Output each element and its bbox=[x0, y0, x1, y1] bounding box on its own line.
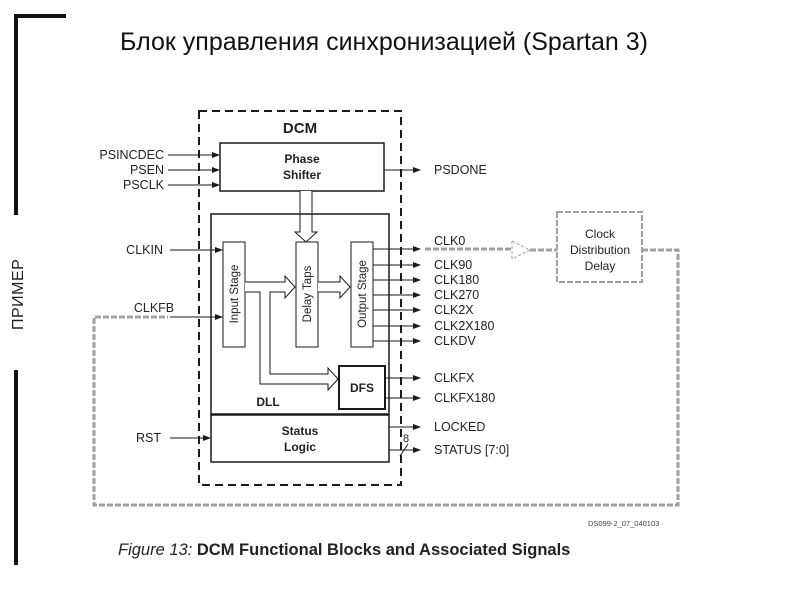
signal-clk180: CLK180 bbox=[434, 273, 479, 287]
clock-dist-label-3: Delay bbox=[585, 259, 616, 273]
output-stage-label: Output Stage bbox=[357, 260, 369, 328]
signal-clk2x180: CLK2X180 bbox=[434, 319, 495, 333]
buffer-icon bbox=[511, 240, 532, 260]
signal-psen: PSEN bbox=[130, 163, 164, 177]
status-logic-label-2: Logic bbox=[284, 440, 316, 454]
signal-clkdv: CLKDV bbox=[434, 334, 476, 348]
output-stage-signals: CLK0 CLK90 CLK180 CLK270 CLK2X CLK2X180 … bbox=[373, 234, 495, 348]
clock-dist-label-2: Distribution bbox=[570, 243, 630, 257]
signal-psincdec: PSINCDEC bbox=[99, 148, 164, 162]
figure-text: DCM Functional Blocks and Associated Sig… bbox=[196, 541, 571, 559]
signal-psdone: PSDONE bbox=[434, 163, 487, 177]
phase-shifter-label-2: Shifter bbox=[283, 168, 321, 182]
status-logic-label-1: Status bbox=[282, 424, 319, 438]
document-id: DS099-2_07_040103 bbox=[588, 519, 660, 528]
signal-psclk: PSCLK bbox=[123, 178, 165, 192]
feedback-path: Clock Distribution Delay bbox=[92, 211, 680, 507]
input-stage-block bbox=[222, 241, 246, 348]
signal-rst: RST bbox=[136, 431, 161, 445]
dll-block bbox=[210, 213, 390, 415]
signal-status: STATUS [7:0] bbox=[434, 443, 509, 457]
bus-slash bbox=[399, 443, 409, 457]
delay-to-output-arrow bbox=[318, 274, 351, 300]
signal-clkfb: CLKFB bbox=[134, 301, 174, 315]
bracket-top bbox=[14, 14, 66, 215]
phase-shifter-label-1: Phase bbox=[284, 152, 320, 166]
figure-caption: Figure 13: DCM Functional Blocks and Ass… bbox=[118, 541, 570, 560]
signal-clkin: CLKIN bbox=[126, 243, 163, 257]
dcm-outer-block bbox=[198, 110, 402, 486]
signal-clk90: CLK90 bbox=[434, 258, 472, 272]
signal-clkfx180: CLKFX180 bbox=[434, 391, 495, 405]
input-to-delay-dfs-arrow bbox=[245, 274, 339, 392]
phase-shifter-block bbox=[219, 142, 385, 192]
signal-clk270: CLK270 bbox=[434, 288, 479, 302]
dll-label: DLL bbox=[256, 395, 279, 409]
dfs-label: DFS bbox=[350, 381, 374, 395]
delay-taps-label: Delay Taps bbox=[302, 265, 314, 322]
figure-number: Figure 13: bbox=[118, 541, 193, 559]
clock-distribution-block bbox=[556, 211, 643, 283]
slide-title: Блок управления синхронизацией (Spartan … bbox=[120, 28, 648, 56]
signal-locked: LOCKED bbox=[434, 420, 485, 434]
phase-to-delay-arrow bbox=[293, 191, 319, 243]
bus-width-label: 8 bbox=[403, 433, 409, 445]
input-stage-label: Input Stage bbox=[229, 265, 241, 324]
status-logic-block bbox=[210, 414, 390, 463]
signal-clkfx: CLKFX bbox=[434, 371, 475, 385]
delay-taps-block bbox=[295, 241, 319, 348]
clock-dist-label-1: Clock bbox=[585, 227, 616, 241]
dfs-block bbox=[338, 365, 386, 410]
dcm-label: DCM bbox=[283, 120, 317, 137]
signal-clk0: CLK0 bbox=[434, 234, 465, 248]
signal-clk2x: CLK2X bbox=[434, 303, 474, 317]
